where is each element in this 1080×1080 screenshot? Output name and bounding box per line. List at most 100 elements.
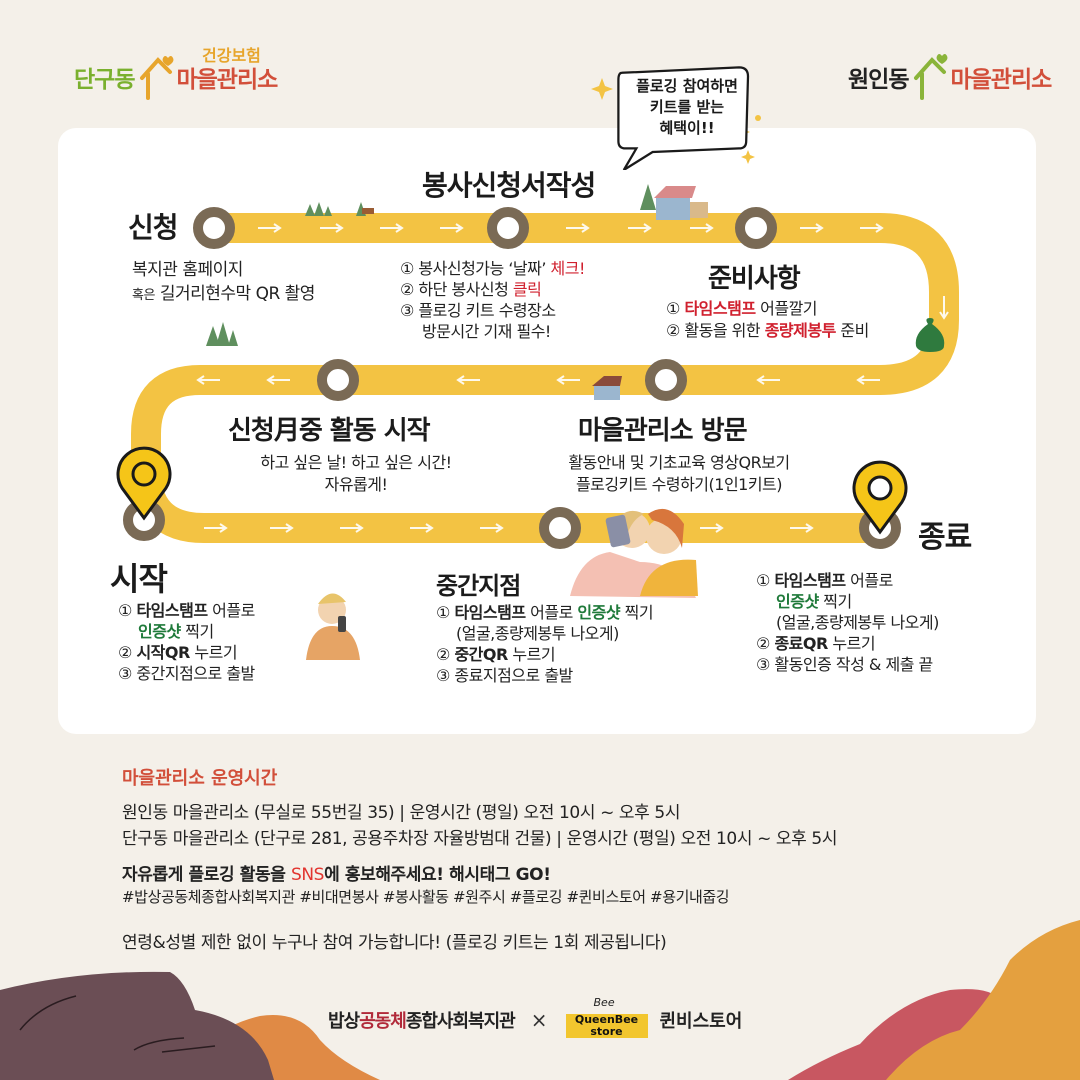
wonin-town-label: 원인동 (848, 67, 909, 93)
end-l2b: 찍기 (818, 592, 852, 611)
mid-l1c: 어플로 (525, 603, 578, 622)
bubble-line-1: 플로깅 참여하면 (636, 77, 738, 95)
prepare-l1a: ① (666, 299, 685, 318)
mid-l1a: ① (436, 603, 455, 622)
location-pin-end (852, 460, 908, 535)
step-prepare-title: 준비사항 (708, 264, 801, 294)
end-l1a: ① (756, 571, 775, 590)
month-l2: 자유롭게! (324, 475, 388, 494)
start-l2a: 인증샷 (138, 622, 181, 641)
step-apply-desc: 복지관 홈페이지 혹은 길거리현수막 QR 촬영 (132, 258, 315, 308)
sns-promo: 자유롭게 플로깅 활동을 SNS에 홍보해주세요! 해시태그 GO! (122, 860, 551, 885)
prepare-l2b: 종량제봉투 (764, 321, 837, 340)
wonin-logo: 원인동 마을관리소 (848, 48, 1052, 100)
step-mid-desc: ① 타임스탬프 어플로 인증샷 찍기 (얼굴,종량제봉투 나오게) ② 중간QR… (436, 602, 654, 686)
visit-l1: 활동안내 및 기초교육 영상QR보기 (568, 453, 790, 472)
end-l4a: ② (756, 634, 775, 653)
dangu-name-label: 마을관리소 (176, 67, 278, 93)
queenbee-name: 퀸비스토어 (659, 1011, 743, 1032)
step-mid-title: 중간지점 (436, 572, 521, 600)
org-c: 종합사회복지관 (405, 1011, 516, 1032)
collab-x: × (530, 1008, 548, 1032)
mid-l3b: 중간QR (454, 645, 508, 664)
start-l1c: 어플로 (207, 601, 255, 620)
couple-selfie-illustration (570, 508, 698, 598)
bapsang-logo: 밥상공동체종합사회복지관 (328, 1007, 516, 1033)
end-l1c: 어플로 (845, 571, 893, 590)
step-visit-title: 마을관리소 방문 (578, 416, 747, 446)
promo-c: 에 홍보해주세요! 해시태그 GO! (324, 865, 551, 885)
bubble-text: 플로깅 참여하면 키트를 받는 혜택이!! (618, 76, 756, 139)
house-icon (138, 52, 174, 100)
write-l2b: 클릭 (512, 280, 542, 299)
house-icon (912, 52, 948, 100)
step-month-desc: 하고 싶은 날! 하고 싶은 시간! 자유롭게! (226, 452, 486, 496)
qb-text: QueenBee store (568, 1014, 646, 1038)
end-l2a: 인증샷 (776, 592, 819, 611)
end-l5: ③ 활동인증 작성 & 제출 끝 (756, 655, 933, 674)
hours-dangu: 단구동 마을관리소 (단구로 281, 공용주차장 자율방범대 건물) | 운영… (122, 829, 838, 849)
write-l2a: ② 하단 봉사신청 (400, 280, 513, 299)
write-l1b: 체크! (550, 259, 586, 278)
org-a: 밥상 (328, 1011, 360, 1032)
step-start-title: 시작 (110, 560, 168, 598)
dangu-sub-label: 건강보험 (202, 46, 261, 65)
step-prepare-desc: ① 타임스탬프 어플깔기 ② 활동을 위한 종량제봉투 준비 (666, 298, 869, 342)
qb-top: Bee (593, 996, 615, 1009)
mid-l4: ③ 종료지점으로 출발 (436, 666, 573, 685)
start-l4: ③ 중간지점으로 출발 (118, 664, 255, 683)
bubble-line-3: 혜택이!! (659, 119, 715, 137)
step-write-title: 봉사신청서작성 (422, 169, 596, 202)
wonin-name-label: 마을관리소 (950, 67, 1052, 93)
person-selfie-illustration (306, 593, 360, 660)
footer-sponsors: 밥상공동체종합사회복지관 × Bee QueenBee store 퀸비스토어 (328, 996, 743, 1040)
apply-line-2-prefix: 혹은 (132, 288, 155, 303)
mid-l1e: 찍기 (620, 603, 654, 622)
end-l4b: 종료QR (774, 634, 828, 653)
step-end-desc: ① 타임스탬프 어플로 인증샷 찍기 (얼굴,종량제봉투 나오게) ② 종료QR… (756, 570, 939, 675)
hashtags: #밥상공동체종합사회복지관 #비대면봉사 #봉사활동 #원주시 #플로깅 #퀸비… (122, 888, 730, 906)
bubble-line-2: 키트를 받는 (649, 98, 725, 116)
start-l2b: 찍기 (180, 622, 214, 641)
month-l1: 하고 싶은 날! 하고 싶은 시간! (260, 453, 452, 472)
write-l4: 방문시간 기재 필수! (422, 322, 551, 341)
write-l3: ③ 플로깅 키트 수령장소 (400, 301, 556, 320)
promo-sns: SNS (290, 865, 325, 885)
start-l1b: 타임스탬프 (136, 601, 208, 620)
visit-l2: 플로깅키트 수령하기(1인1키트) (575, 475, 783, 494)
step-start-desc: ① 타임스탬프 어플로 인증샷 찍기 ② 시작QR 누르기 ③ 중간지점으로 출… (118, 600, 255, 684)
end-l4c: 누르기 (827, 634, 876, 653)
start-l1a: ① (118, 601, 137, 620)
prepare-l2c: 준비 (835, 321, 869, 340)
step-end-title: 종료 (918, 520, 972, 555)
garbage-bag-icon (915, 318, 945, 352)
mid-l3c: 누르기 (507, 645, 556, 664)
start-l3a: ② (118, 643, 137, 662)
qb-line1: QueenBee (574, 1013, 639, 1026)
dangu-town-label: 단구동 (74, 67, 135, 93)
prepare-l1b: 타임스탬프 (684, 299, 756, 318)
location-pin-start (116, 446, 172, 521)
qb-line2: store (590, 1025, 623, 1038)
mid-l1b: 타임스탬프 (454, 603, 526, 622)
apply-line-2: 길거리현수막 QR 촬영 (159, 284, 316, 304)
mid-l1d: 인증샷 (577, 603, 621, 622)
dangu-logo: 단구동 마을관리소 건강보험 (74, 44, 278, 100)
queenbee-logo: Bee QueenBee store (564, 996, 650, 1040)
write-l1a: ① 봉사신청가능 ‘날짜’ (400, 259, 551, 278)
step-write-desc: ① 봉사신청가능 ‘날짜’ 체크! ② 하단 봉사신청 클릭 ③ 플로깅 키트 … (400, 258, 585, 342)
end-l3: (얼굴,종량제봉투 나오게) (776, 613, 939, 632)
prepare-l2a: ② 활동을 위한 (666, 321, 765, 340)
hours-wonin: 원인동 마을관리소 (무실로 55번길 35) | 운영시간 (평일) 오전 1… (122, 803, 681, 823)
prepare-l1c: 어플깔기 (755, 299, 818, 318)
start-l3b: 시작QR (136, 643, 190, 662)
step-visit-desc: 활동안내 및 기초교육 영상QR보기 플로깅키트 수령하기(1인1키트) (534, 452, 824, 496)
apply-line-1: 복지관 홈페이지 (132, 260, 243, 280)
end-l1b: 타임스탬프 (774, 571, 846, 590)
org-b: 공동체 (359, 1011, 407, 1032)
notice: 연령&성별 제한 없이 누구나 참여 가능합니다! (플로깅 키트는 1회 제공… (122, 933, 667, 953)
hours-title: 마을관리소 운영시간 (122, 768, 278, 789)
step-month-title: 신청月중 활동 시작 (228, 416, 431, 446)
mid-l2: (얼굴,종량제봉투 나오게) (456, 624, 619, 643)
